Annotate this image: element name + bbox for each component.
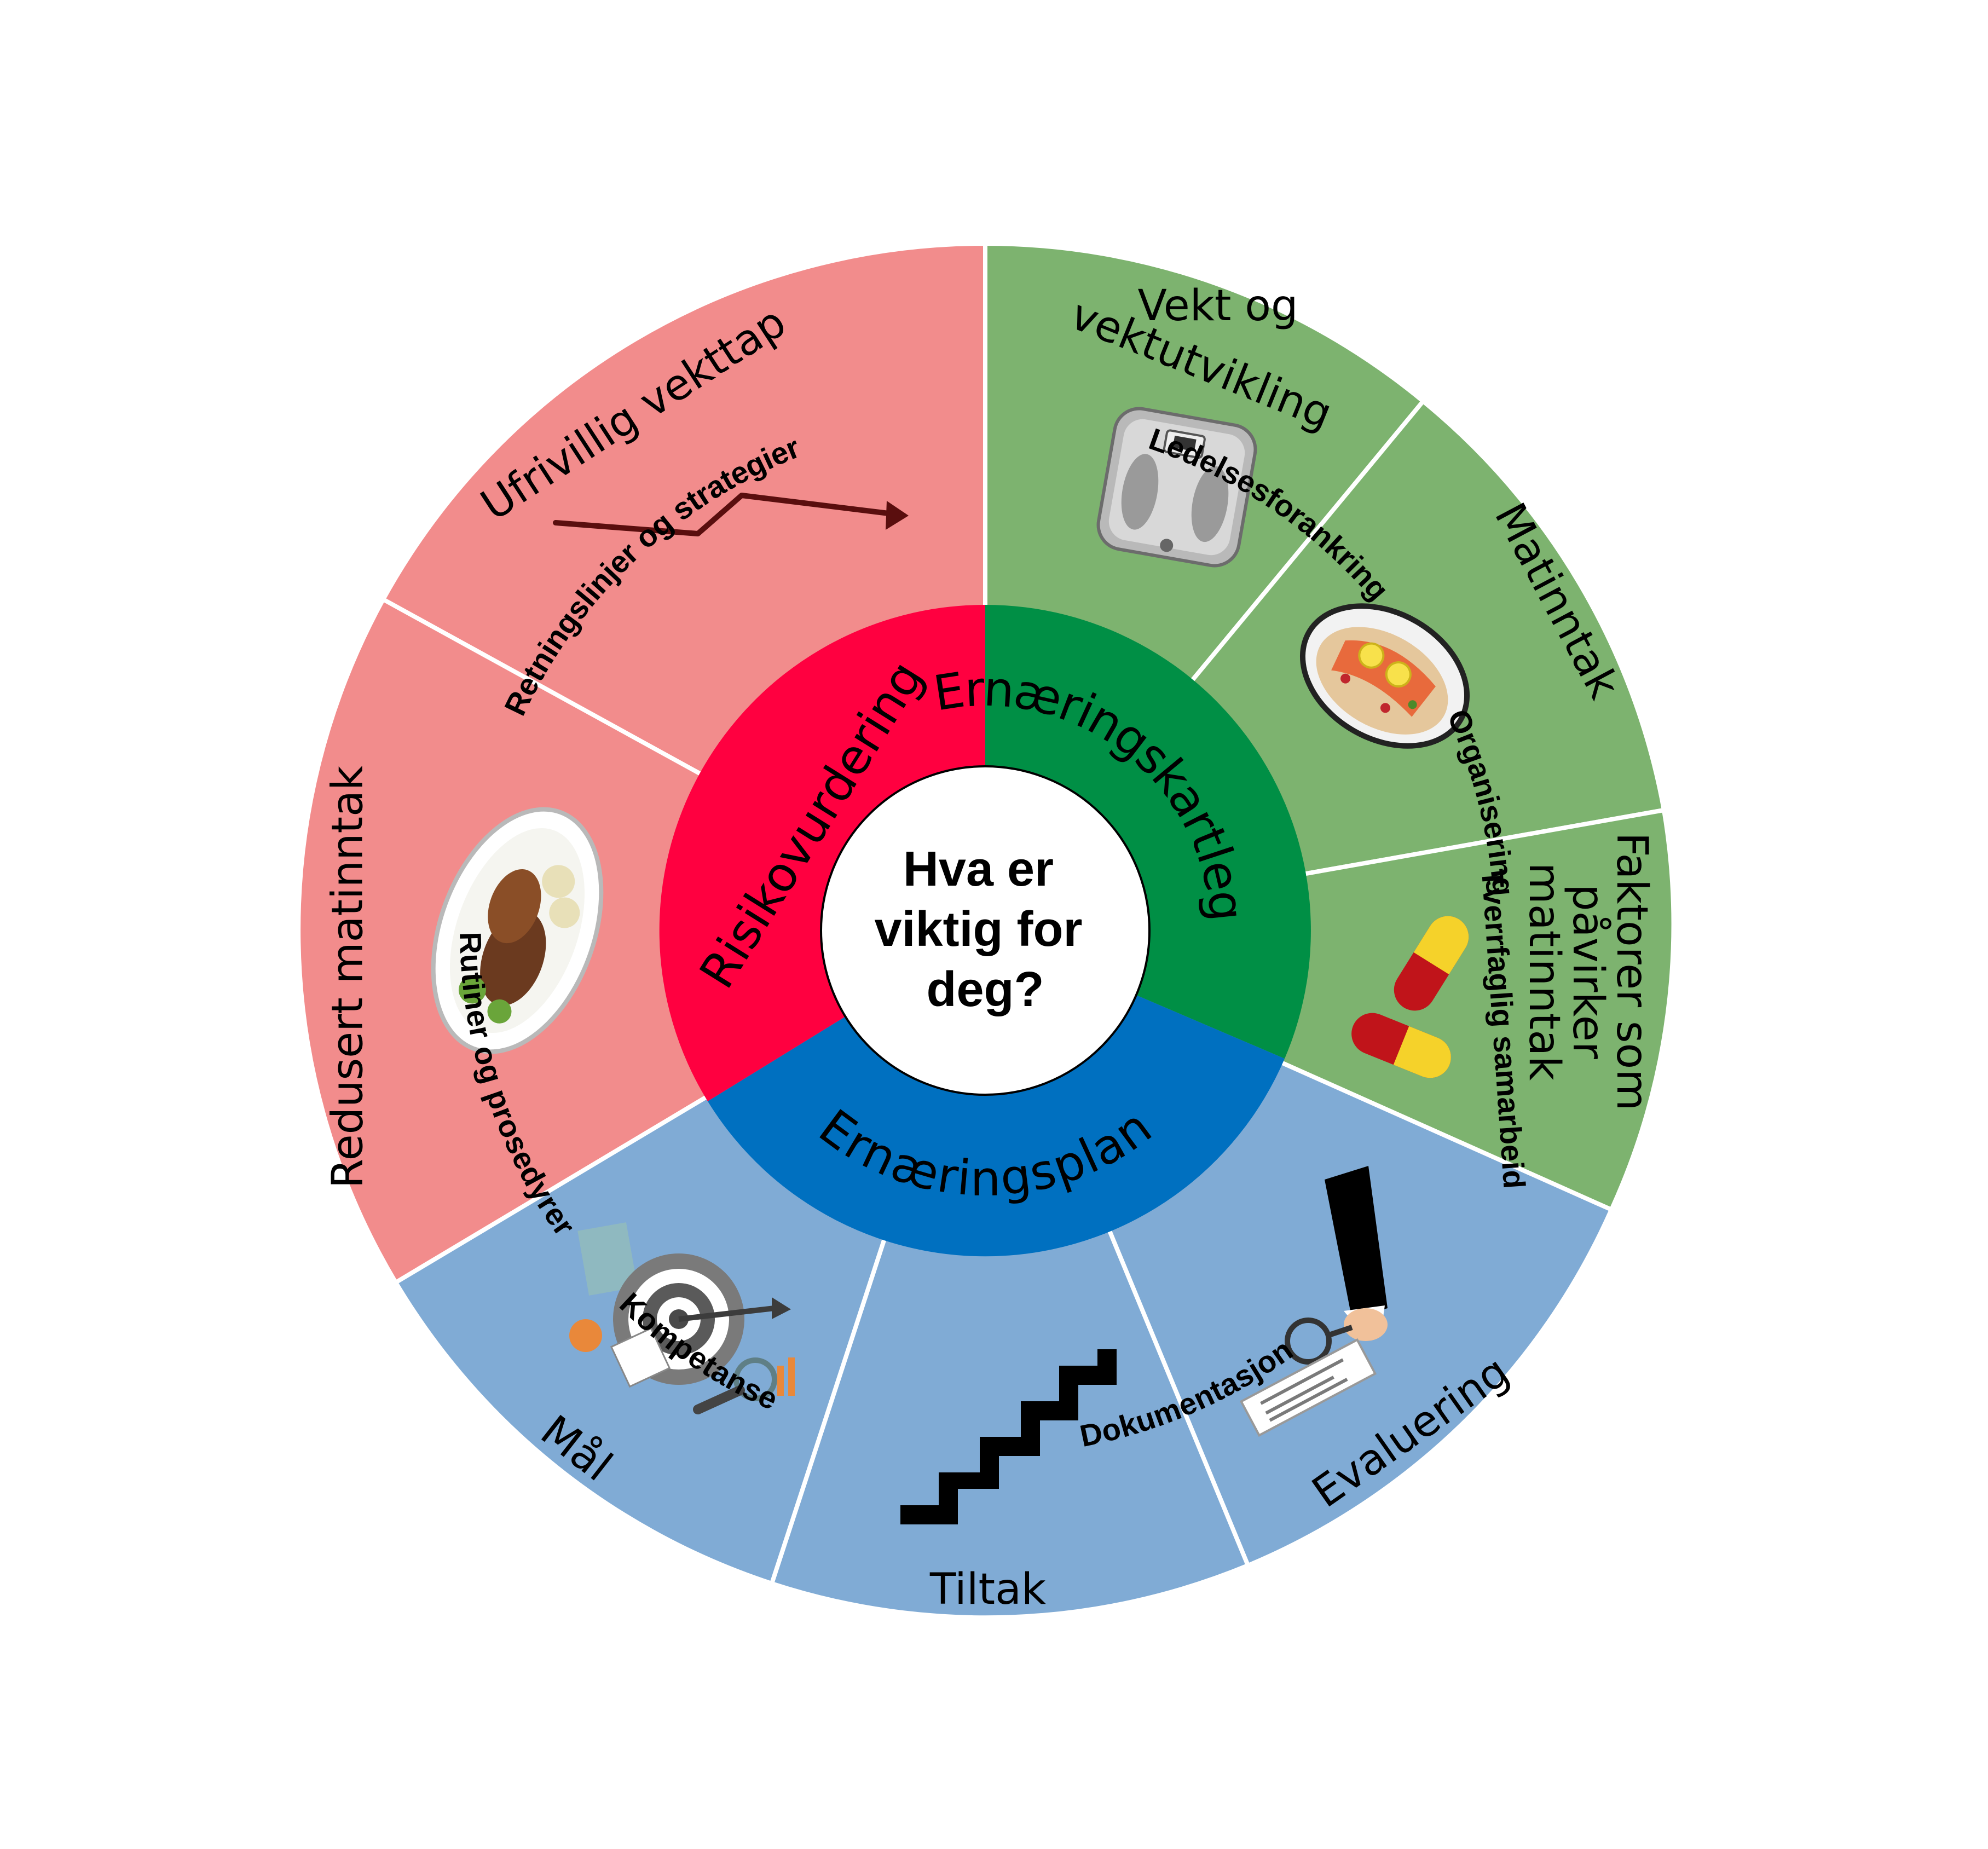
faktorer-line-1: Faktorer som (1607, 833, 1656, 1111)
middle-label-vekt-og-vektutvikling: Vekt og (1137, 281, 1298, 331)
weight-trend-icon (553, 493, 909, 536)
pills-icon (1351, 916, 1469, 1078)
middle-label-redusert-matinntak: Redusert matinntak (323, 766, 372, 1188)
segment-redusert-matinntak[interactable] (296, 597, 987, 1285)
bathroom-scale-icon (1096, 407, 1257, 568)
staircase-icon (900, 1349, 1117, 1524)
middle-label-vekt-line-1: Vekt og (1137, 281, 1298, 331)
faktorer-line-3: matinntak (1519, 863, 1569, 1080)
middle-label-faktorer: Faktorer som påvirker matinntak (1519, 833, 1656, 1111)
target-icon (569, 1222, 795, 1414)
magnifier-report-icon (1239, 1166, 1388, 1437)
segment-tiltak[interactable] (770, 928, 1250, 1620)
salmon-dish-icon (1299, 603, 1470, 749)
center-question: Hva er viktig for deg? (874, 842, 1096, 1017)
middle-label-tiltak: Tiltak (929, 1565, 1046, 1614)
faktorer-line-2: påvirker (1563, 884, 1613, 1060)
dinner-plate-icon (431, 807, 604, 1054)
center-circle (820, 765, 1151, 1096)
